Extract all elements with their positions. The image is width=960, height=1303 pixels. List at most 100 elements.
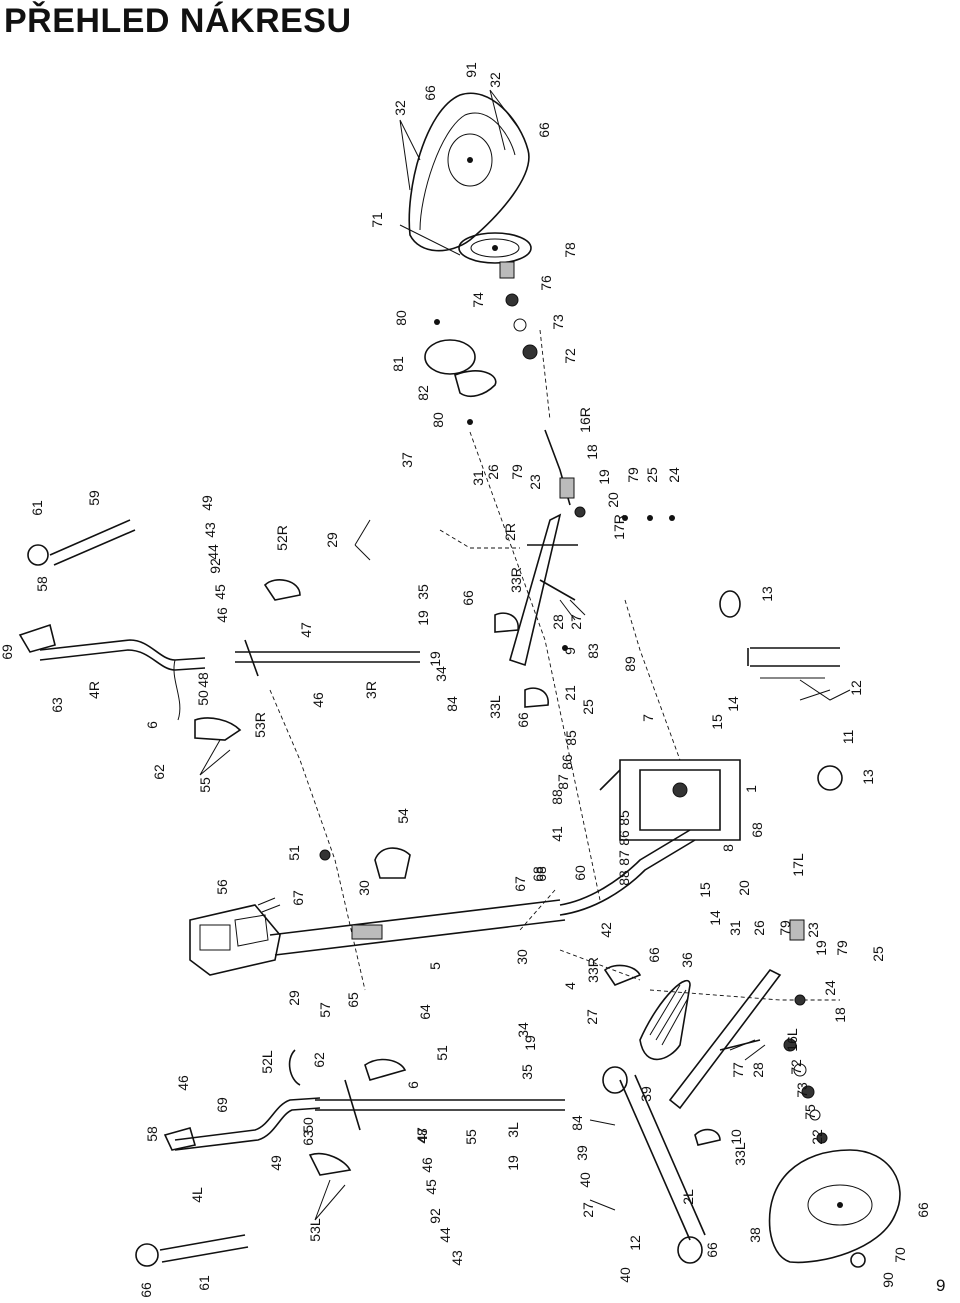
part-number-label: 57 [317, 1002, 333, 1018]
part-number-label: 4 [562, 982, 578, 990]
part-number-label: 84 [569, 1115, 585, 1131]
part-number-label: 38 [747, 1227, 763, 1243]
part-number-label: 70 [892, 1247, 908, 1263]
part-number-label: 63 [300, 1130, 316, 1146]
part-number-label: 49 [199, 495, 215, 511]
part-number-label: 27 [568, 614, 584, 630]
part-number-label: 60 [572, 865, 588, 881]
part-number-label: 74 [470, 292, 486, 308]
part-number-label: 6 [405, 1081, 421, 1089]
pulley [458, 232, 538, 360]
part-number-label: 25 [870, 946, 886, 962]
part-number-label: 83 [585, 643, 601, 659]
part-number-label: 42 [598, 922, 614, 938]
part-number-label: 47 [298, 622, 314, 638]
part-number-label: 66 [536, 122, 552, 138]
page-number: 9 [936, 1276, 946, 1295]
crank-axle-right [544, 429, 675, 521]
handlebar-right [18, 519, 206, 671]
part-number-label: 45 [212, 584, 228, 600]
part-number-label: 19 [505, 1155, 521, 1171]
part-number-label: 62 [151, 764, 167, 780]
part-number-label: 48 [195, 672, 211, 688]
part-number-label: 47 [414, 1127, 430, 1143]
part-number-label: 41 [549, 826, 565, 842]
part-number-label: 46 [419, 1157, 435, 1173]
part-number-label: 89 [622, 656, 638, 672]
part-number-label: 2L [680, 1189, 696, 1205]
part-number-label: 69 [214, 1097, 230, 1113]
part-number-label: 23 [805, 922, 821, 938]
part-number-label: 18 [832, 1007, 848, 1023]
part-number-label: 30 [356, 880, 372, 896]
part-number-label: 40 [577, 1172, 593, 1188]
part-number-label: 90 [880, 1272, 896, 1288]
part-number-label: 66 [138, 1282, 154, 1298]
part-number-label: 80 [430, 412, 446, 428]
part-number-label: 24 [822, 980, 838, 996]
part-number-label: 67 [512, 876, 528, 892]
part-number-label: 9 [562, 647, 578, 655]
part-number-label: 68 [749, 822, 765, 838]
part-number-label: 68 [533, 866, 549, 882]
part-number-label: 3L [505, 1122, 521, 1138]
part-number-label: 54 [395, 808, 411, 824]
part-number-label: 20 [736, 880, 752, 896]
part-number-label: 16R [577, 407, 593, 433]
part-number-label: 17R [611, 514, 627, 540]
part-number-label: 32 [487, 72, 503, 88]
part-number-label: 23 [527, 474, 543, 490]
part-number-label: 2R [502, 523, 518, 541]
crank-axle-left [783, 919, 828, 1144]
part-number-label: 63 [49, 697, 65, 713]
main-frame [559, 759, 741, 916]
upright-arm-left [288, 1049, 565, 1176]
part-number-label: 20 [605, 492, 621, 508]
part-number-label: 40 [617, 1267, 633, 1283]
part-number-label: 59 [86, 490, 102, 506]
part-number-label: 88 [549, 789, 565, 805]
part-number-label: 81 [390, 356, 406, 372]
belt-cover-right [399, 92, 530, 256]
part-number-label: 44 [437, 1227, 453, 1243]
part-number-label: 51 [286, 845, 302, 861]
part-number-label: 4L [189, 1187, 205, 1203]
part-number-label: 51 [434, 1045, 450, 1061]
part-number-label: 25 [644, 467, 660, 483]
part-number-label: 5 [427, 962, 443, 970]
part-number-label: 87 [616, 850, 632, 866]
part-number-label: 67 [290, 890, 306, 906]
pedal-arm-right [509, 513, 578, 667]
part-number-label: 75 [802, 1104, 818, 1120]
part-number-label: 25 [580, 699, 596, 715]
part-number-label: 14 [707, 910, 723, 926]
part-number-label: 3R [363, 681, 379, 699]
console [189, 897, 281, 976]
part-number-label: 44 [205, 544, 221, 560]
part-number-label: 24 [666, 467, 682, 483]
part-number-label: 53L [307, 1218, 323, 1242]
part-number-label: 85 [563, 730, 579, 746]
part-number-label: 13 [860, 769, 876, 785]
part-number-label: 71 [369, 212, 385, 228]
handlebar-left [135, 1097, 321, 1267]
part-number-label: 86 [559, 754, 575, 770]
part-number-label: 19 [427, 651, 443, 667]
part-number-label: 68 [530, 866, 546, 882]
front-stabilizer [719, 590, 843, 791]
part-number-label: 30 [514, 949, 530, 965]
rear-stabilizer [589, 1066, 706, 1264]
part-number-label: 77 [730, 1062, 746, 1078]
part-number-label: 36 [679, 952, 695, 968]
part-number-label: 92 [427, 1208, 443, 1224]
part-number-label: 26 [485, 464, 501, 480]
part-number-label: 43 [449, 1250, 465, 1266]
part-number-label: 53R [252, 712, 268, 738]
part-number-label: 72 [788, 1059, 804, 1075]
part-number-label: 66 [422, 85, 438, 101]
part-number-label: 79 [834, 940, 850, 956]
part-number-label: 33L [487, 695, 503, 719]
leader-lines [199, 89, 851, 1221]
part-number-label: 13 [759, 586, 775, 602]
part-number-label: 79 [509, 464, 525, 480]
